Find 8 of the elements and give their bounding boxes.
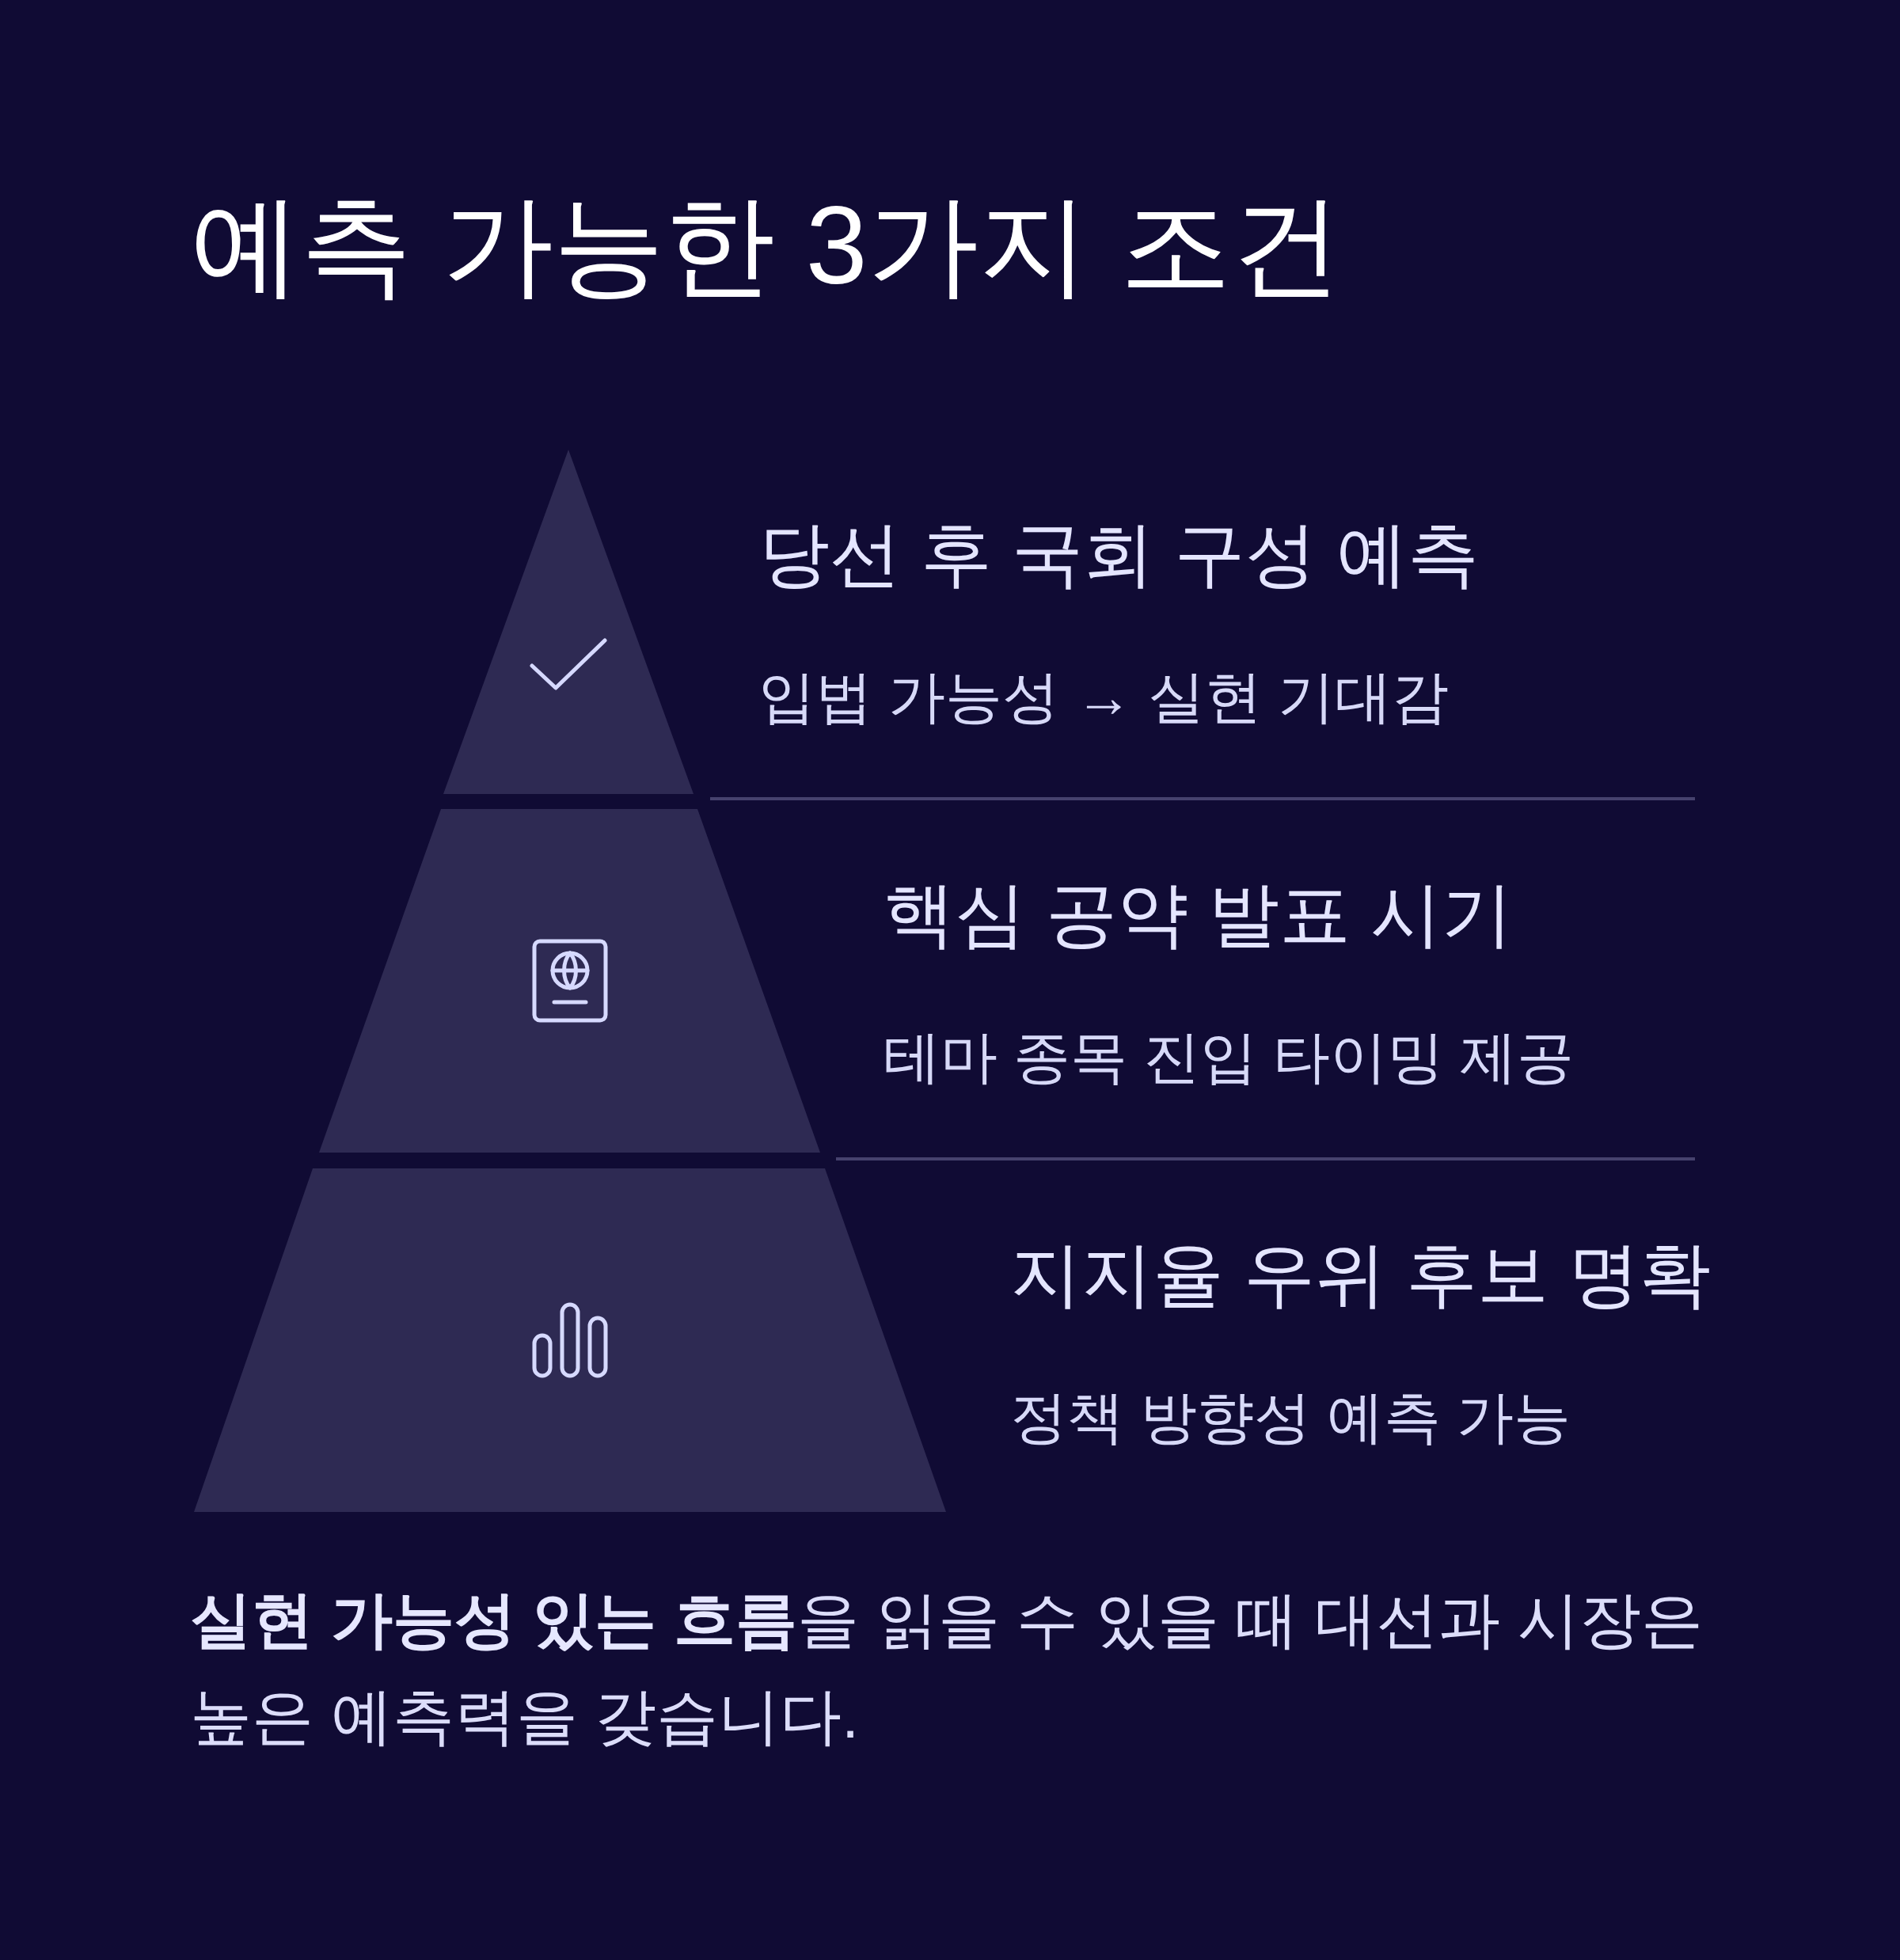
caption: 실현 가능성 있는 흐름을 읽을 수 있을 때 대선과 시장은 높은 예측력을 갖습니다. bbox=[190, 1584, 1704, 1753]
tier-heading: 지지율 우위 후보 명확 bbox=[1010, 1234, 1711, 1316]
title: 예측 가능한 3가지 조건 bbox=[190, 190, 1342, 301]
tier-description: 정책 방향성 예측 가능 bbox=[1010, 1385, 1571, 1450]
tier-description: 입법 가능성 → 실현 기대감 bbox=[758, 664, 1450, 730]
tier-heading: 당선 후 국회 구성 예측 bbox=[758, 514, 1480, 595]
tier-description: 테마 종목 진입 타이밍 제공 bbox=[884, 1024, 1574, 1090]
tier-heading: 핵심 공약 발표 시기 bbox=[884, 874, 1514, 955]
